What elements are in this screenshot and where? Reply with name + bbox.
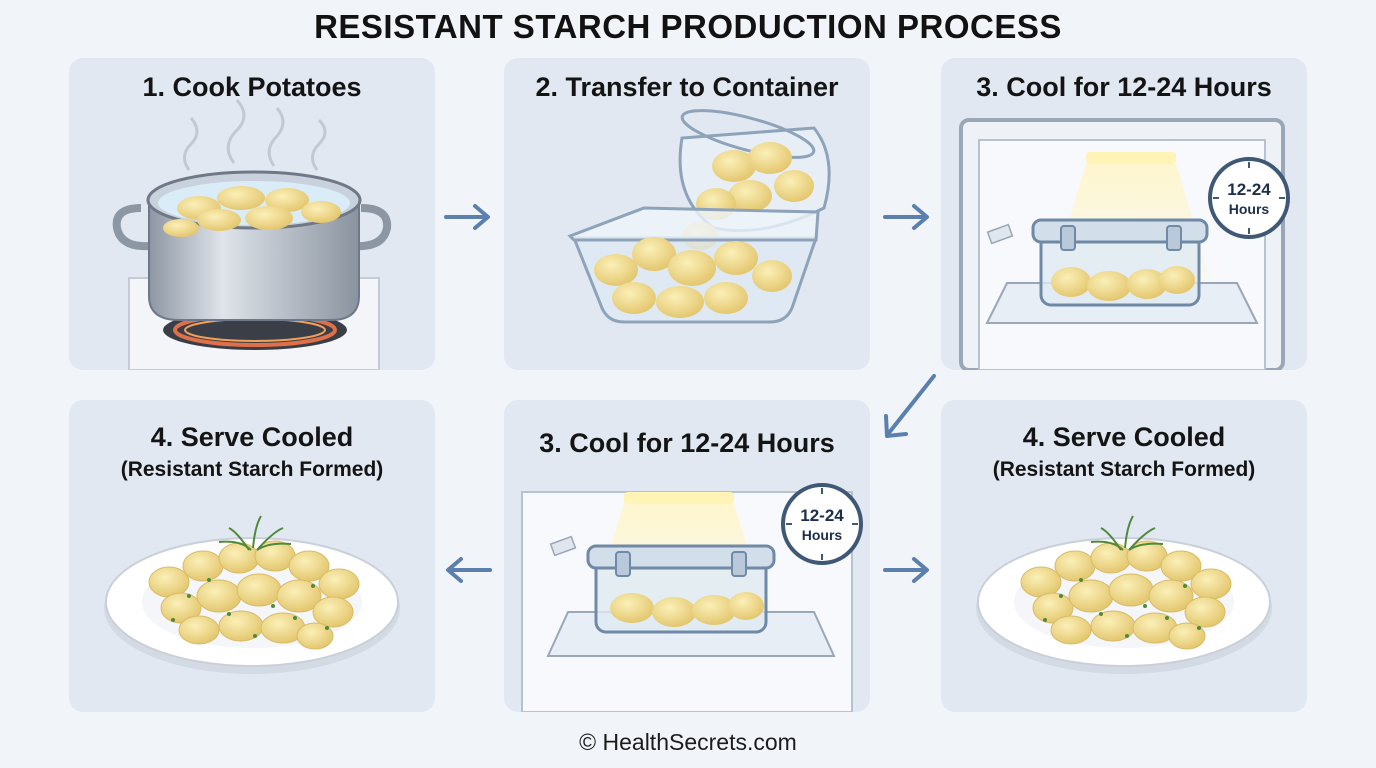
copyright-footer: © HealthSecrets.com [579,729,797,755]
arrow-right-icon [883,204,929,230]
step-card-cool: 3. Cool for 12-24 Hours 12-24 Hours [941,58,1307,370]
refrigerator-icon [959,118,1285,370]
step-label: 4. Serve Cooled [1022,422,1226,452]
step-label: 1. Cook Potatoes [142,72,362,102]
glass-container-icon [567,109,831,324]
step-label: 3. Cool for 12-24 Hours [976,72,1272,102]
arrow-down-left-icon [884,374,936,438]
step-label: 4. Serve Cooled [150,422,354,452]
step-label: 3. Cool for 12-24 Hours [539,428,835,458]
step-sublabel: (Resistant Starch Formed) [992,458,1256,481]
step-card-serve: 4. Serve Cooled (Resistant Starch Formed… [69,400,435,712]
step-sublabel: (Resistant Starch Formed) [120,458,384,481]
arrow-left-icon [446,557,492,583]
step-card-serve-repeat: 4. Serve Cooled (Resistant Starch Formed… [941,400,1307,712]
step-card-transfer: 2. Transfer to Container [504,58,870,370]
step-card-cool-repeat: 3. Cool for 12-24 Hours 12-24 Hours [504,400,870,712]
page-title: RESISTANT STARCH PRODUCTION PROCESS [314,8,1062,45]
timer-unit: Hours [1228,201,1270,217]
step-label: 2. Transfer to Container [535,72,839,102]
timer-value: 12-24 [800,506,844,525]
potato-plate-icon [104,515,400,674]
timer-unit: Hours [801,527,843,543]
timer-icon [781,483,863,565]
timer-icon [1208,157,1290,239]
arrow-right-icon [883,557,929,583]
arrow-right-icon [444,204,490,230]
timer-value: 12-24 [1227,180,1271,199]
potato-plate-icon [976,515,1272,674]
step-card-cook: 1. Cook Potatoes [69,58,435,370]
steaming-pot-icon [112,99,392,370]
